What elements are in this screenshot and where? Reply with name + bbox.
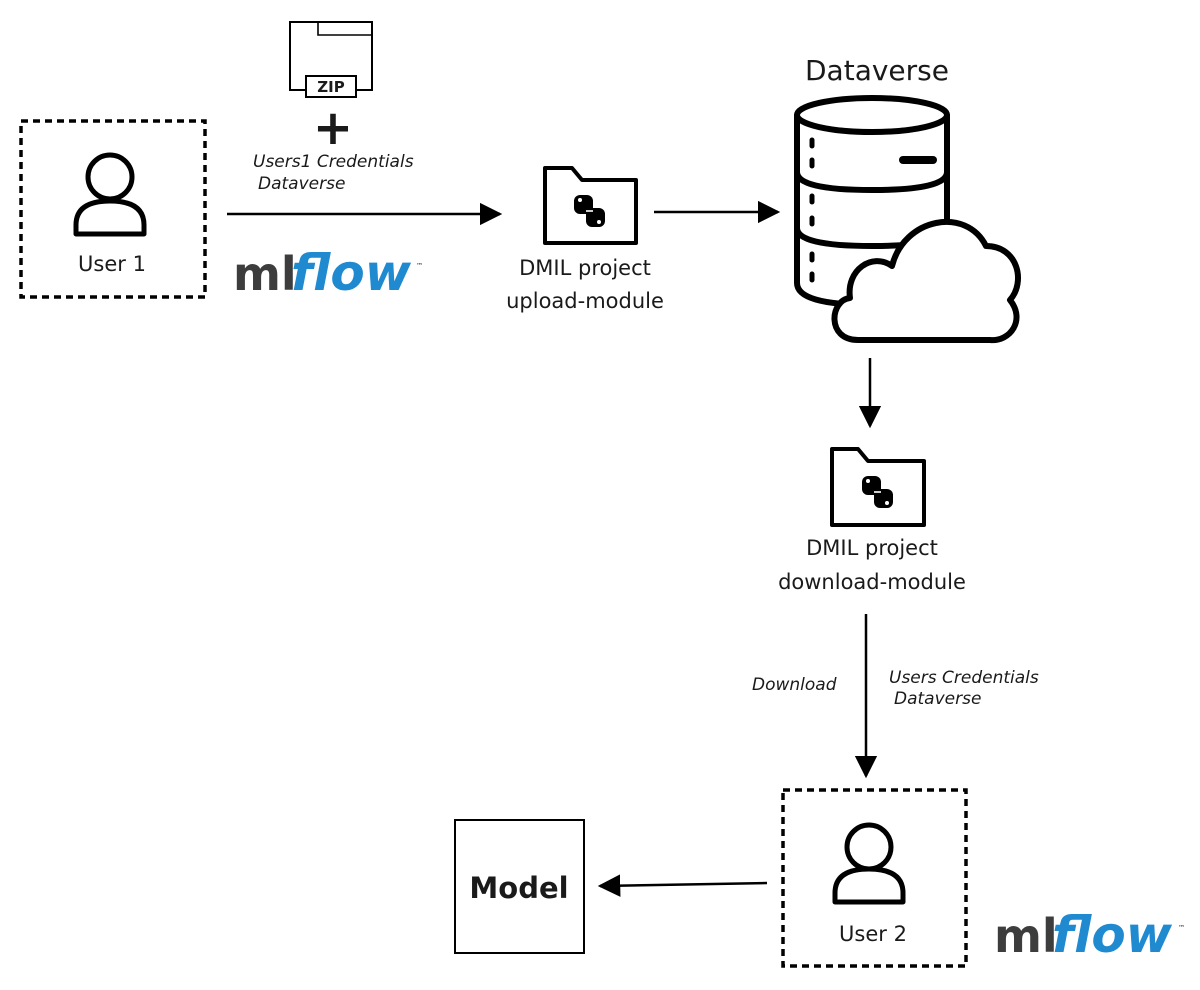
download-label: Download [752, 675, 837, 695]
credentials-label-2b: Dataverse [894, 689, 981, 709]
download-module-node: DMIL project download-module [778, 447, 966, 594]
python-icon [574, 195, 605, 227]
mlflow-logo: ml flow ™ [233, 244, 423, 302]
upload-module-label-2: upload-module [506, 289, 664, 313]
upload-module-node: DMIL project upload-module [506, 166, 664, 313]
arrow-user2-to-model [597, 874, 768, 897]
python-folder-icon [543, 166, 638, 245]
model-label: Model [469, 871, 568, 905]
mlflow-ml-text: ml [233, 247, 297, 301]
plus-icon: + [313, 100, 353, 156]
user2-node: User 2 [781, 788, 968, 968]
mlflow-flow-text: flow [1052, 906, 1173, 964]
model-node: Model [454, 819, 585, 954]
mlflow-flow-text: flow [291, 244, 412, 302]
user1-label: User 1 [78, 252, 146, 276]
zip-file-icon: ZIP [289, 21, 373, 98]
python-folder-icon [830, 447, 926, 527]
dataverse-title: Dataverse [805, 54, 949, 87]
credentials-label-1a: Users1 Credentials [253, 152, 414, 172]
credentials-label-2a: Users Credentials [889, 668, 1039, 688]
cloud-icon [831, 219, 1021, 344]
credentials-label-1b: Dataverse [258, 174, 345, 194]
user-icon [73, 152, 147, 237]
database-cloud-icon [794, 95, 1021, 344]
upload-module-label-1: DMIL project [519, 256, 651, 280]
zip-label: ZIP [317, 78, 344, 96]
download-module-label-1: DMIL project [806, 536, 938, 560]
python-icon [862, 476, 893, 508]
mlflow-ml-text: ml [994, 909, 1058, 963]
mlflow-tm: ™ [1178, 924, 1185, 932]
user1-node: User 1 [19, 119, 207, 299]
user2-label: User 2 [839, 922, 907, 946]
mlflow-tm: ™ [416, 262, 423, 270]
user-icon [832, 822, 906, 905]
mlflow-logo: ml flow ™ [994, 906, 1185, 964]
download-module-label-2: download-module [778, 570, 966, 594]
